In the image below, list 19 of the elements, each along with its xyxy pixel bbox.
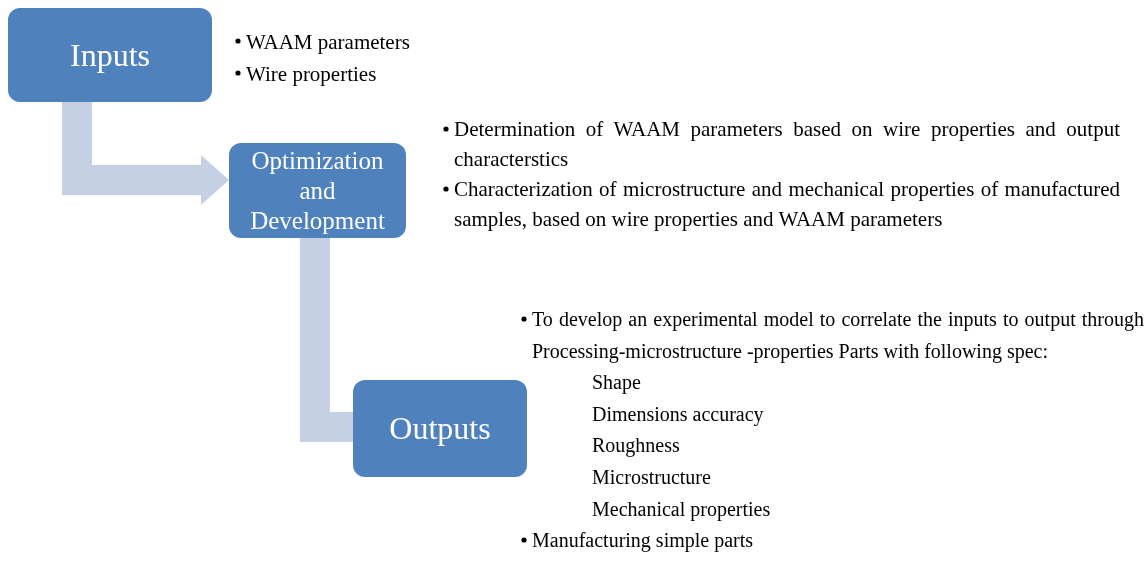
bullet-text: Characterization of microstructure and mechanical properties of manufactured samples, based on wire properties and WAAM parameters — [454, 176, 1120, 233]
bent-arrow — [62, 102, 229, 205]
process-box — [8, 8, 212, 102]
bullet-text: Dimensions accuracy — [592, 401, 765, 428]
box-label: Inputs — [69, 35, 151, 75]
bullet-text: Wire properties — [246, 61, 378, 88]
bullet-text: Determination of WAAM parameters based on wire properties and output characterstics — [454, 116, 1120, 173]
bullet-text: Mechanical properties — [592, 496, 772, 523]
bent-arrow — [300, 238, 353, 442]
bullet-text: Roughness — [592, 433, 681, 459]
bullet-text: Manufacturing simple parts — [532, 528, 755, 554]
bullet-text: Microstructure — [592, 464, 712, 490]
process-box — [229, 143, 406, 238]
bullet-text: Shape — [592, 370, 642, 396]
process-box — [353, 380, 527, 477]
bullet-text: To develop an experimental model to correlate the inputs to output through Processing-microstructure -properties Parts with following spec: — [532, 307, 1144, 365]
bullet-text: WAAM parameters — [246, 29, 411, 56]
box-label: Optimization and Development — [249, 145, 386, 236]
box-label: Outputs — [388, 409, 492, 448]
